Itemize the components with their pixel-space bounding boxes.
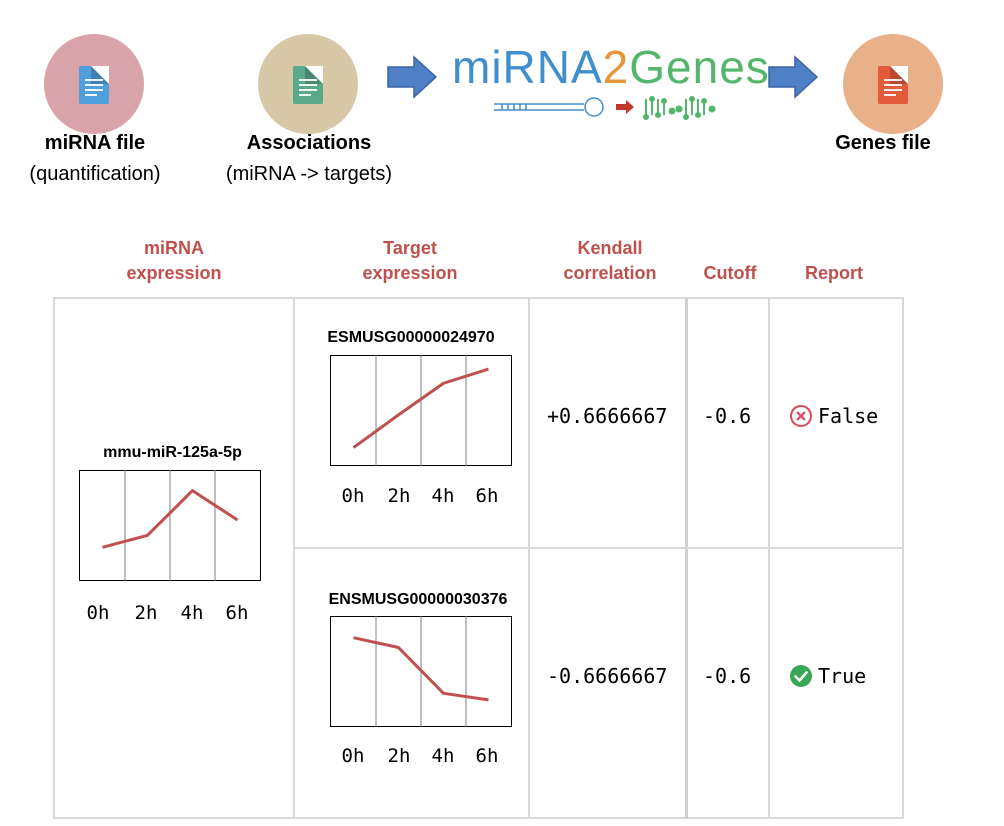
genes-file-title: Genes file <box>835 132 931 154</box>
document-icon <box>878 66 908 104</box>
x-tick-label: 4h <box>431 485 455 507</box>
document-icon <box>79 66 109 104</box>
logo-text-mirna: miRNA <box>452 41 603 93</box>
header-text: correlation <box>563 263 657 283</box>
table-border <box>53 817 904 819</box>
mirna2genes-logo: miRNA2Genes <box>452 40 769 125</box>
x-tick-label: 4h <box>180 602 204 624</box>
kendall-correlation-value: -0.6666667 <box>547 664 668 688</box>
check-circle-icon <box>790 665 812 687</box>
header-report: Report <box>805 263 863 283</box>
arrow-right-icon <box>387 55 438 99</box>
report-value: True <box>818 664 867 688</box>
table-border <box>53 297 55 819</box>
mirna-expression-chart <box>79 470 261 581</box>
table-divider <box>685 297 688 819</box>
logo-text-2: 2 <box>602 41 630 93</box>
document-icon <box>293 66 323 104</box>
gene-name: ENSMUSG00000030376 <box>328 591 508 608</box>
target-expression-chart <box>330 355 512 466</box>
header-cutoff: Cutoff <box>703 263 757 283</box>
kendall-correlation-value: +0.6666667 <box>547 404 668 428</box>
x-tick-label: 6h <box>475 485 499 507</box>
cutoff-value: -0.6 <box>703 404 752 428</box>
associations-subtitle: (miRNA -> targets) <box>225 163 393 185</box>
cross-circle-icon <box>790 405 812 427</box>
table-border <box>53 297 904 299</box>
table-divider <box>528 297 530 819</box>
header-text: miRNA <box>143 238 204 258</box>
series-line <box>353 636 489 702</box>
mirna-file-subtitle: (quantification) <box>29 163 161 185</box>
header-text: expression <box>362 263 458 283</box>
mirna-hairpin-icon <box>494 96 716 120</box>
x-tick-label: 4h <box>431 745 455 767</box>
header-target-expression: Target expression <box>320 236 500 286</box>
header-text: Target <box>383 238 437 258</box>
row-divider <box>293 547 904 549</box>
logo-text-genes: Genes <box>629 41 770 93</box>
mirna-file-title: miRNA file <box>44 132 146 154</box>
x-tick-label: 0h <box>86 602 110 624</box>
header-text: expression <box>126 263 222 283</box>
header-kendall-correlation: Kendall correlation <box>540 236 680 286</box>
x-tick-label: 0h <box>341 485 365 507</box>
table-divider <box>768 297 770 819</box>
x-tick-label: 6h <box>475 745 499 767</box>
report-value: False <box>818 404 879 428</box>
associations-title: Associations <box>246 132 372 154</box>
x-tick-label: 2h <box>134 602 158 624</box>
target-expression-chart <box>330 616 512 727</box>
x-tick-label: 0h <box>341 745 365 767</box>
x-tick-label: 6h <box>225 602 249 624</box>
header-mirna-expression: miRNA expression <box>84 236 264 286</box>
series-line <box>352 367 489 449</box>
x-tick-label: 2h <box>387 485 411 507</box>
header-text: Kendall <box>577 238 643 258</box>
series-line <box>102 489 239 549</box>
gene-name: ESMUSG00000024970 <box>327 329 495 346</box>
table-border <box>902 297 904 819</box>
cutoff-value: -0.6 <box>703 664 752 688</box>
table-divider <box>293 297 295 819</box>
x-tick-label: 2h <box>387 745 411 767</box>
arrow-right-icon <box>768 55 819 99</box>
mirna-name: mmu-miR-125a-5p <box>103 444 242 461</box>
